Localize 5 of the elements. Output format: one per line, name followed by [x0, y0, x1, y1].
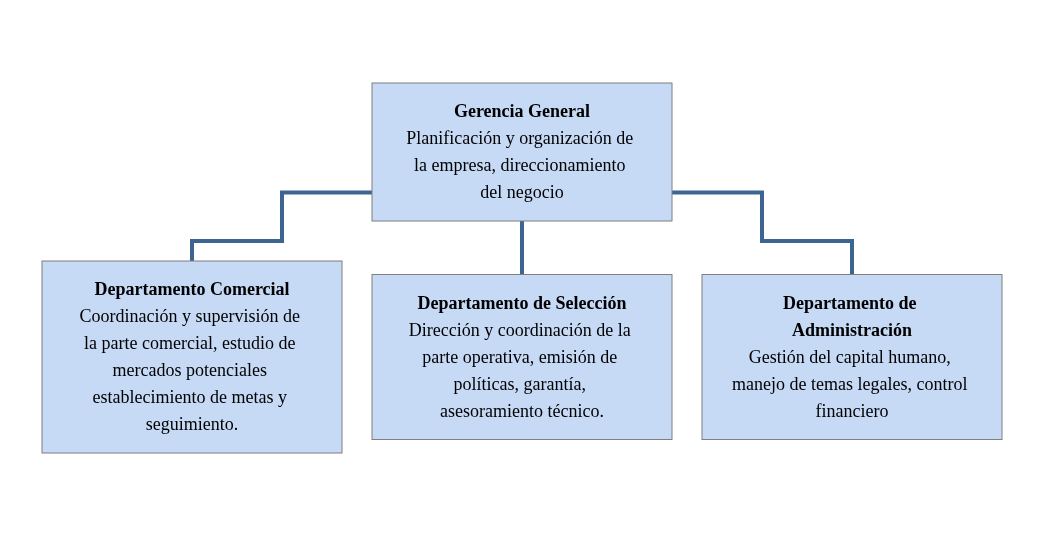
node-box: Departamento de Selección Dirección y coordinación de la parte operativa, emisión de políticas, garantía, asesoramiento técnico.	[371, 274, 673, 440]
node-box: Departamento Comercial Coordinación y supervisión de la parte comercial, estudio de mercados potenciales establecimiento de metas y seguimiento.	[41, 260, 343, 454]
node-box: Departamento de Administración Gestión del capital humano, manejo de temas legales, control financiero	[701, 274, 1003, 440]
node-box: Gerencia General Planificación y organización de la empresa, direccionamiento del negocio	[371, 82, 673, 222]
connector	[190, 190, 372, 263]
